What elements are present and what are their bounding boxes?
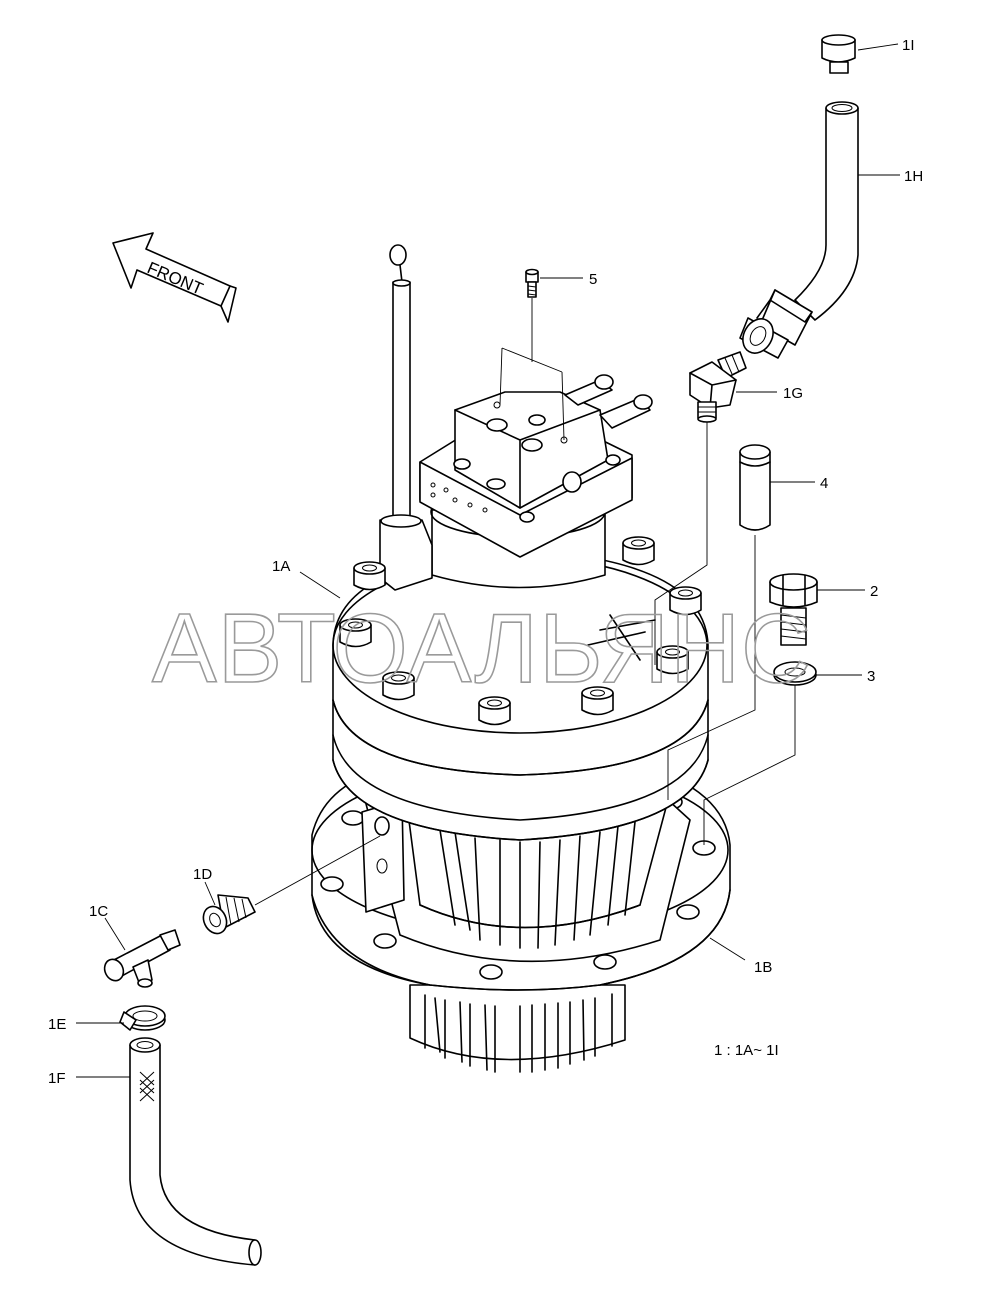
socket-bolts (339, 536, 702, 726)
part-1F-hose (129, 1037, 262, 1266)
part-1I-cap (821, 34, 856, 74)
part-4-pin (667, 444, 771, 800)
label-1A: 1A (272, 558, 290, 575)
label-5: 5 (589, 271, 597, 288)
part-5-bolt (525, 268, 539, 298)
part-1C-tee (103, 929, 181, 988)
label-2: 2 (870, 583, 878, 600)
front-arrow: FRONT (112, 232, 237, 323)
valve-block (419, 298, 653, 558)
label-1D: 1D (193, 866, 212, 883)
part-3-washer (703, 661, 817, 845)
dipstick (389, 244, 411, 533)
part-1G-elbow (654, 351, 747, 665)
label-1E: 1E (48, 1016, 66, 1033)
label-4: 4 (820, 475, 828, 492)
label-1F: 1F (48, 1070, 66, 1087)
part-1D-plug (202, 835, 381, 935)
housing-1A (332, 486, 709, 841)
leader-lines (76, 43, 900, 1078)
label-1H: 1H (904, 168, 923, 185)
label-1I: 1I (902, 37, 915, 54)
label-1B: 1B (754, 959, 772, 976)
scale-note: 1 : 1A~ 1I (714, 1042, 779, 1059)
label-1C: 1C (89, 903, 108, 920)
label-1G: 1G (783, 385, 803, 402)
watermark-text: АВТОАЛЬЯНС (152, 593, 812, 703)
part-2-bolt (769, 573, 818, 646)
label-3: 3 (867, 668, 875, 685)
part-1E-clamp (119, 1005, 166, 1031)
part-1H-pipe (739, 101, 859, 359)
part-labels: 1I 1H 5 1G 4 1A 2 3 1D 1C 1B 1E 1F (48, 37, 923, 1087)
